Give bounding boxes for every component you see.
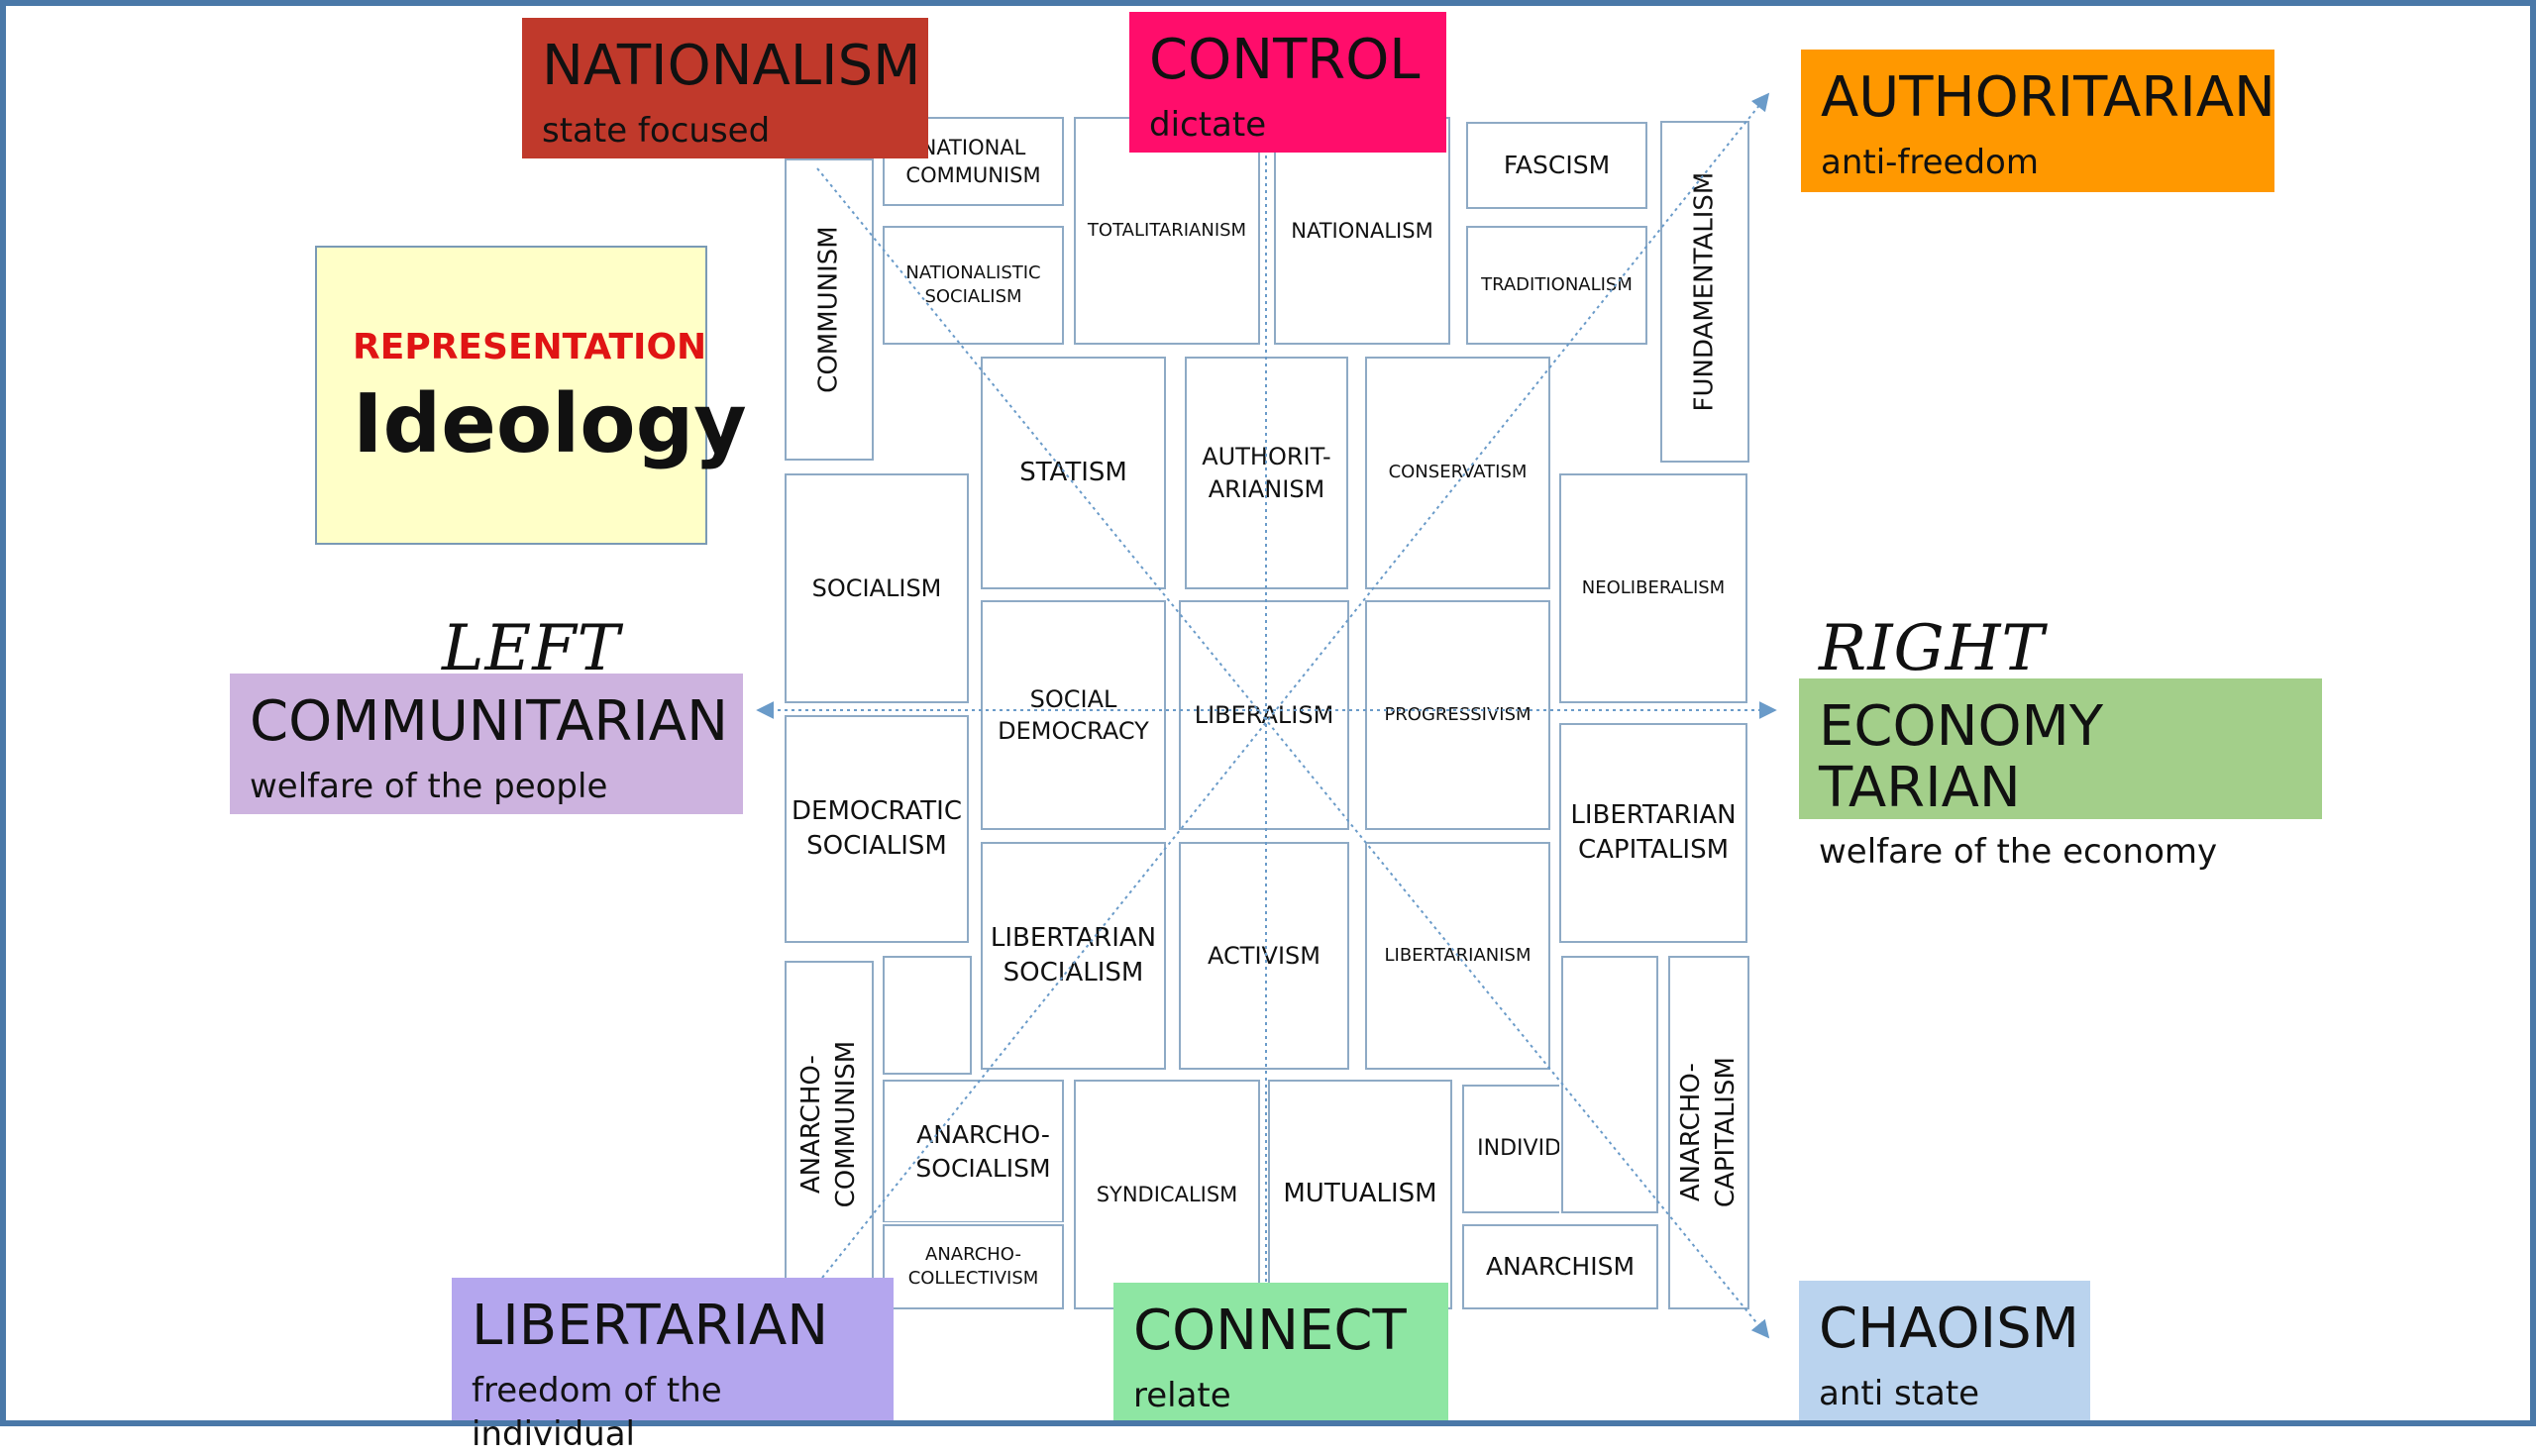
label-chaoism-title: CHAOISM	[1819, 1297, 2079, 1361]
label-libertarian: LIBERTARIAN freedom of the individual	[452, 1278, 894, 1454]
label-authoritarian-title: AUTHORITARIAN	[1821, 65, 2275, 130]
label-communitarian: COMMUNITARIAN welfare of the people	[230, 674, 743, 814]
cell-anarcho-socialism: ANARCHO- SOCIALISM	[881, 1078, 1066, 1225]
label-nationalism-title: NATIONALISM	[542, 34, 921, 98]
diagonal-down-right	[816, 167, 1770, 1339]
cell-anarcho-capitalism: ANARCHO- CAPITALISM	[1666, 954, 1751, 1311]
label-connect-title: CONNECT	[1133, 1299, 1407, 1363]
cell-conservatism: CONSERVATISM	[1363, 355, 1552, 591]
representation-label: REPRESENTATION	[353, 327, 707, 367]
label-chaoism: CHAOISM anti state	[1799, 1281, 2090, 1420]
label-libertarian-subtitle: freedom of the individual	[472, 1370, 722, 1454]
label-control-subtitle: dictate	[1149, 104, 1267, 145]
slide-frame	[0, 0, 2536, 1426]
left-label: LEFT	[442, 612, 621, 685]
cell-totalitarianism: TOTALITARIANISM	[1072, 115, 1262, 347]
label-connect: CONNECT relate	[1113, 1283, 1448, 1420]
cell-social-democracy: SOCIAL DEMOCRACY	[979, 598, 1168, 832]
label-control-title: CONTROL	[1149, 28, 1421, 92]
cell-democratic-socialism: DEMOCRATIC SOCIALISM	[783, 713, 971, 945]
cell-libertarian-socialism: LIBERTARIAN SOCIALISM	[979, 840, 1168, 1072]
label-economy-tarian: ECONOMY TARIAN welfare of the economy	[1799, 678, 2322, 872]
cell-spacer-bottom-left	[881, 954, 974, 1077]
cell-fundamentalism: FUNDAMENTALISM	[1658, 119, 1751, 465]
label-connect-subtitle: relate	[1133, 1375, 1231, 1415]
cell-statism: STATISM	[979, 355, 1168, 591]
cell-syndicalism: SYNDICALISM	[1072, 1078, 1262, 1311]
cell-authoritarianism: AUTHORIT- ARIANISM	[1183, 355, 1350, 591]
label-economy-tarian-subtitle: welfare of the economy	[1819, 832, 2218, 873]
cell-nationalism: NATIONALISM	[1272, 115, 1452, 347]
cell-anarcho-collectivism: ANARCHO- COLLECTIVISM	[881, 1222, 1066, 1311]
right-label: RIGHT	[1819, 612, 2046, 685]
representation-title: Ideology	[353, 377, 747, 471]
cell-national-communism: NATIONAL COMMUNISM	[881, 115, 1066, 208]
cell-anarchism: ANARCHISM	[1460, 1222, 1660, 1311]
cell-libertarian-capitalism: LIBERTARIAN CAPITALISM	[1557, 721, 1749, 945]
cell-fascism: FASCISM	[1464, 120, 1649, 211]
label-authoritarian-subtitle: anti-freedom	[1821, 142, 2039, 182]
label-chaoism-subtitle: anti state	[1819, 1373, 1980, 1413]
cell-neoliberalism: NEOLIBERALISM	[1557, 471, 1749, 705]
cell-spacer-bottom-right	[1559, 954, 1660, 1215]
label-communitarian-title: COMMUNITARIAN	[250, 689, 728, 754]
label-communitarian-subtitle: welfare of the people	[250, 766, 608, 806]
label-libertarian-title: LIBERTARIAN	[472, 1294, 829, 1358]
label-authoritarian: AUTHORITARIAN anti-freedom	[1801, 50, 2275, 192]
axis-lines	[756, 92, 1777, 1339]
representation-box: REPRESENTATION Ideology	[315, 246, 747, 545]
cell-socialism: SOCIALISM	[783, 471, 971, 705]
cell-liberalism: LIBERALISM	[1177, 598, 1351, 832]
cell-activism: ACTIVISM	[1177, 840, 1351, 1072]
cell-progressivism: PROGRESSIVISM	[1363, 598, 1552, 832]
label-control: CONTROL dictate	[1129, 12, 1446, 153]
cell-traditionalism: TRADITIONALISM	[1464, 224, 1649, 347]
cell-nationalistic-socialism: NATIONALISTIC SOCIALISM	[881, 224, 1066, 347]
cell-mutualism: MUTUALISM	[1266, 1078, 1454, 1311]
label-economy-tarian-title: ECONOMY TARIAN	[1819, 694, 2104, 820]
label-nationalism: NATIONALISM state focused	[522, 18, 928, 158]
label-nationalism-subtitle: state focused	[542, 110, 771, 151]
diagonal-up-right	[821, 92, 1770, 1279]
cell-communism: COMMUNISM	[783, 156, 876, 463]
